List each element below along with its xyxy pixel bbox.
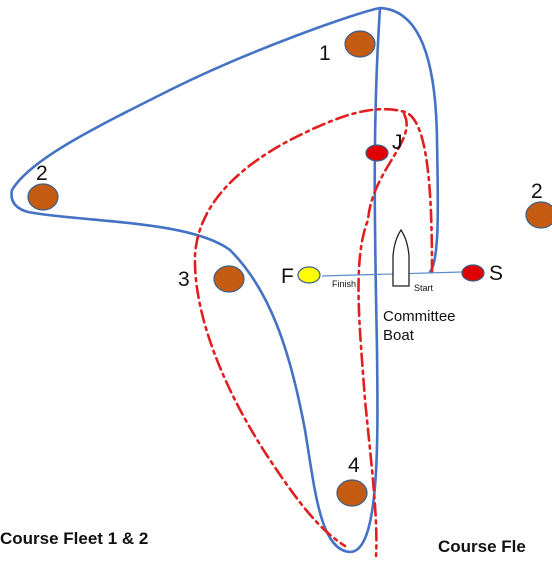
- mark-4-label: 4: [348, 454, 360, 477]
- start-mark: [461, 264, 485, 282]
- caption-left: Course Fleet 1 & 2: [0, 529, 148, 548]
- mark-j-label: J: [392, 131, 403, 154]
- rounding-mark-3: [213, 265, 245, 293]
- fleet-course-line: [10, 6, 440, 554]
- finish-mark: [297, 266, 321, 284]
- start-label: Start: [414, 283, 434, 293]
- alt-course-inner-line: [357, 112, 408, 558]
- mark-j: [365, 144, 389, 162]
- rounding-mark-2-left: [27, 183, 59, 211]
- caption-right: Course Fle: [438, 537, 526, 556]
- rounding-mark-4: [336, 479, 368, 507]
- mark-1-label: 1: [319, 42, 331, 65]
- start-finish-line: [321, 271, 463, 277]
- mark-2-left-label: 2: [36, 162, 48, 185]
- committee-boat: [392, 228, 410, 287]
- committee-boat-label-line2: Boat: [383, 327, 415, 344]
- rounding-mark-1: [344, 30, 376, 58]
- alt-course-line: [193, 107, 434, 548]
- mark-3-label: 3: [178, 268, 190, 291]
- mark-f-label: F: [281, 265, 294, 288]
- rounding-mark-2-right: [525, 201, 552, 229]
- finish-label: Finish: [332, 279, 356, 289]
- mark-s-label: S: [489, 262, 503, 285]
- committee-boat-label-line1: Committee: [383, 308, 456, 325]
- mark-2-right-label: 2: [531, 180, 543, 203]
